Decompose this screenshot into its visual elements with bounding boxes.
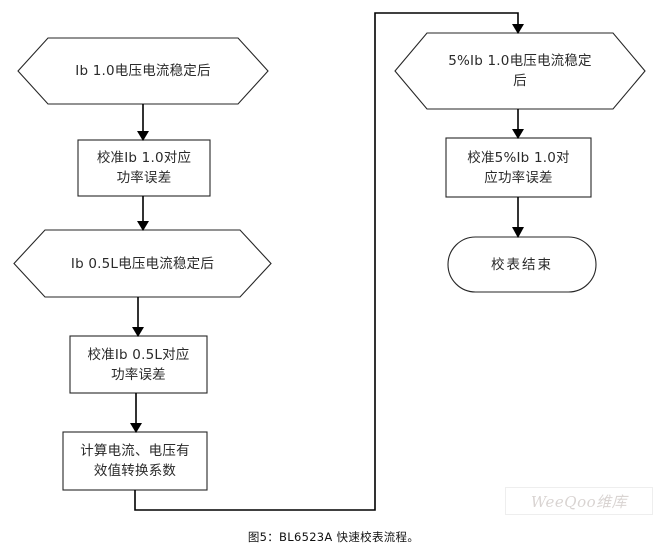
arrow-head-1-2 xyxy=(137,131,149,141)
node-shape-rect-5[interactable] xyxy=(62,431,208,491)
arrow-head-2-3 xyxy=(137,221,149,231)
watermark: WeeQoo维库 xyxy=(505,487,653,515)
arrow-head-3-4 xyxy=(132,327,144,337)
arrow-head-7-8 xyxy=(512,227,524,238)
arrow-head-5-6 xyxy=(512,24,524,34)
arrow-head-4-5 xyxy=(130,423,142,433)
connector-5-6 xyxy=(134,12,519,511)
node-shape-hexagon-3[interactable] xyxy=(13,229,272,298)
node-shape-stadium-8[interactable] xyxy=(447,236,597,293)
figure-caption-text: 图5：BL6523A 快速校表流程。 xyxy=(247,530,420,544)
node-shape-hexagon-1[interactable] xyxy=(17,37,269,105)
node-shape-rect-4[interactable] xyxy=(69,335,208,394)
node-shape-rect-2[interactable] xyxy=(77,139,211,197)
node-shape-hexagon-6[interactable] xyxy=(394,32,646,110)
watermark-text: WeeQoo维库 xyxy=(530,492,628,511)
node-shape-rect-7[interactable] xyxy=(445,137,592,198)
arrow-head-6-7 xyxy=(512,129,524,139)
figure-caption: 图5：BL6523A 快速校表流程。 xyxy=(0,529,667,545)
